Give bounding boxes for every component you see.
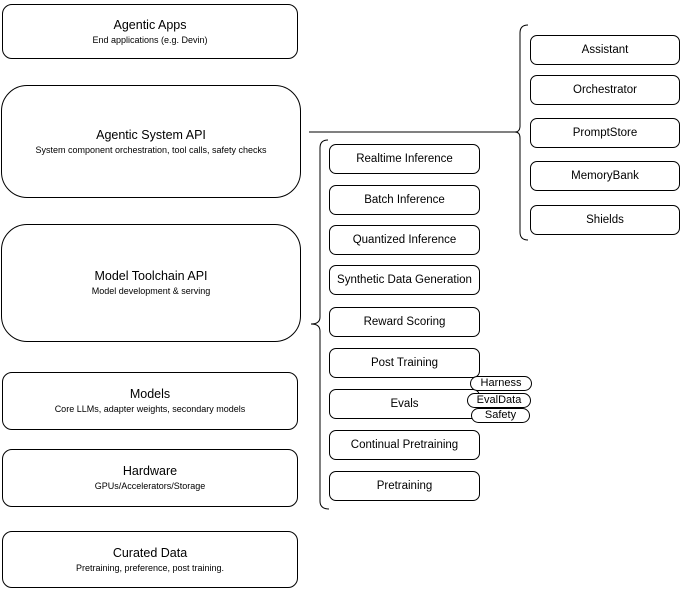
system-item-memorybank: MemoryBank: [530, 161, 680, 191]
toolchain-item-label: Post Training: [370, 357, 439, 369]
system-item-orchestrator: Orchestrator: [530, 75, 680, 105]
system-item-label: PromptStore: [572, 127, 638, 139]
layer-title: Models: [129, 387, 171, 401]
system-item-label: Orchestrator: [573, 84, 637, 96]
system-item-shields: Shields: [530, 205, 680, 235]
layer-title: Curated Data: [112, 545, 188, 560]
layer-subtitle: GPUs/Accelerators/Storage: [94, 481, 206, 491]
layer-title: Hardware: [122, 464, 178, 478]
toolchain-item-realtime-inference: Realtime Inference: [329, 144, 480, 174]
toolchain-item-label: Reward Scoring: [363, 316, 446, 328]
layer-subtitle: End applications (e.g. Devin): [92, 34, 208, 45]
toolchain-item-synthetic-data-generation: Synthetic Data Generation: [329, 265, 480, 295]
layer-title: Model Toolchain API: [94, 269, 208, 283]
toolchain-item-label: Continual Pretraining: [350, 439, 459, 451]
evals-tag-label: Safety: [484, 409, 517, 421]
evals-tag-label: Harness: [480, 377, 522, 389]
layer-agentic-system-api: Agentic System API System component orch…: [1, 85, 301, 198]
toolchain-item-reward-scoring: Reward Scoring: [329, 307, 480, 337]
toolchain-item-label: Pretraining: [376, 480, 433, 492]
toolchain-item-label: Synthetic Data Generation: [337, 274, 472, 286]
evals-tag-safety: Safety: [471, 408, 530, 423]
toolchain-item-label: Batch Inference: [364, 194, 445, 206]
toolchain-item-label: Evals: [390, 398, 419, 410]
layer-models: Models Core LLMs, adapter weights, secon…: [2, 372, 298, 430]
toolchain-components-brace: [310, 139, 330, 510]
layer-curated-data: Curated Data Pretraining, preference, po…: [2, 531, 298, 588]
toolchain-item-post-training: Post Training: [329, 348, 480, 378]
system-item-label: Assistant: [581, 44, 629, 56]
toolchain-item-label: Quantized Inference: [352, 234, 457, 246]
evals-tag-harness: Harness: [470, 376, 532, 391]
evals-tag-label: EvalData: [476, 394, 522, 406]
system-item-label: MemoryBank: [571, 170, 639, 182]
toolchain-item-pretraining: Pretraining: [329, 471, 480, 501]
layer-agentic-apps: Agentic Apps End applications (e.g. Devi…: [2, 4, 298, 59]
system-item-assistant: Assistant: [530, 35, 680, 65]
layer-hardware: Hardware GPUs/Accelerators/Storage: [2, 449, 298, 507]
layer-title: Agentic Apps: [113, 17, 187, 32]
layer-subtitle: System component orchestration, tool cal…: [35, 144, 267, 155]
layer-subtitle: Model development & serving: [91, 286, 211, 296]
evals-tag-evaldata: EvalData: [467, 393, 531, 408]
toolchain-item-quantized-inference: Quantized Inference: [329, 225, 480, 255]
layer-subtitle: Pretraining, preference, post training.: [75, 562, 225, 573]
system-item-promptstore: PromptStore: [530, 118, 680, 148]
toolchain-item-continual-pretraining: Continual Pretraining: [329, 430, 480, 460]
toolchain-item-label: Realtime Inference: [356, 153, 453, 165]
system-item-label: Shields: [586, 214, 624, 226]
system-components-brace: [514, 24, 529, 241]
toolchain-item-evals: Evals: [329, 389, 480, 419]
layer-subtitle: Core LLMs, adapter weights, secondary mo…: [54, 404, 246, 414]
layer-model-toolchain-api: Model Toolchain API Model development & …: [1, 224, 301, 342]
layer-title: Agentic System API: [96, 127, 206, 142]
toolchain-item-batch-inference: Batch Inference: [329, 185, 480, 215]
